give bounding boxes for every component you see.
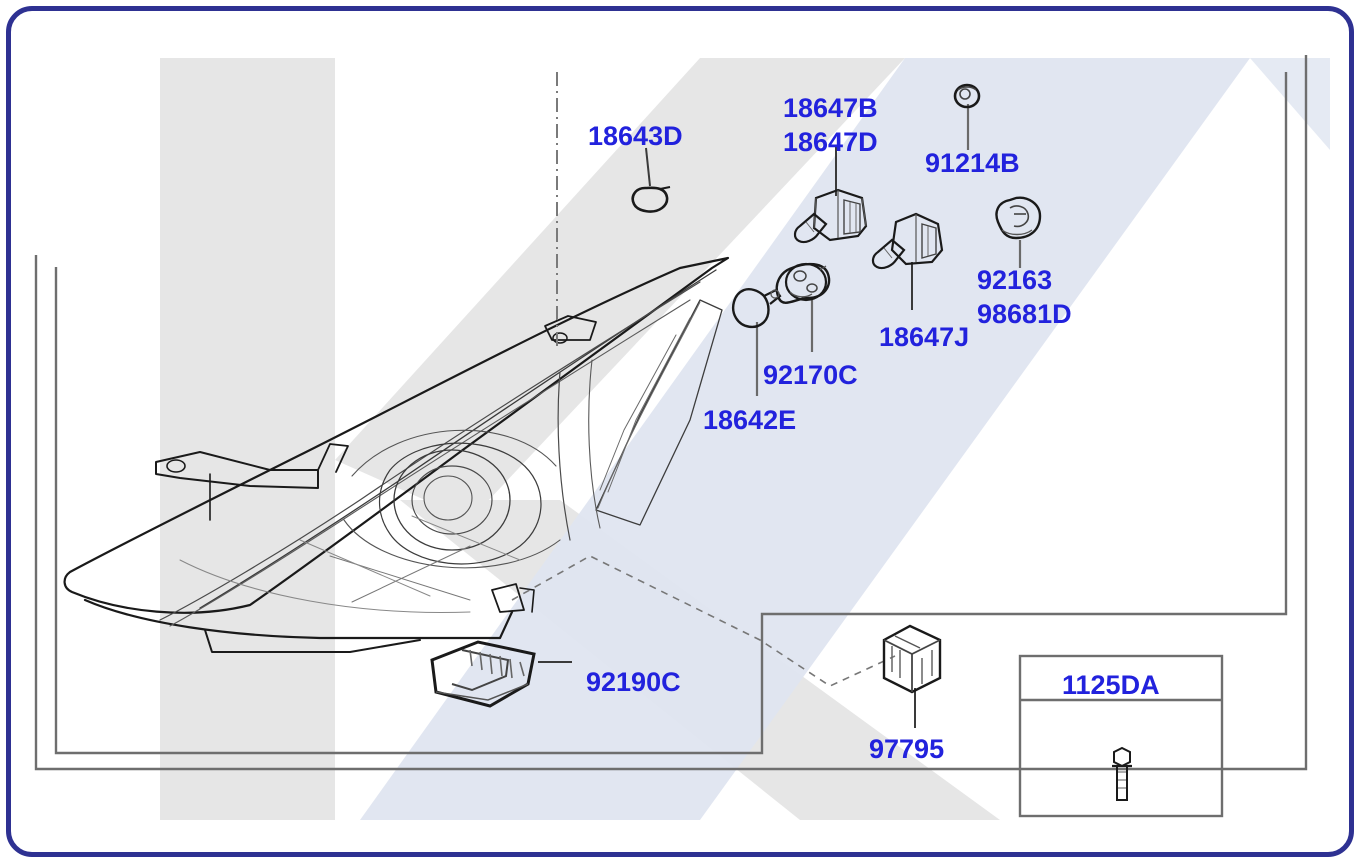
part-bulb-socket-18647B — [793, 146, 868, 244]
part-bulb-socket-18647J — [871, 212, 944, 310]
part-cover-92163 — [995, 196, 1042, 268]
headlamp-assembly — [63, 256, 730, 653]
callout-box-1125DA — [1018, 654, 1224, 818]
part-label-97795[interactable]: 97795 — [869, 734, 945, 764]
part-label-92163[interactable]: 92163 — [977, 265, 1053, 295]
callout-box-header-label[interactable]: 1125DA — [1062, 670, 1160, 700]
part-label-98681D[interactable]: 98681D — [977, 299, 1072, 329]
part-label-91214B[interactable]: 91214B — [925, 148, 1020, 178]
part-grommet-91214B — [953, 83, 981, 150]
part-relay-97795 — [882, 624, 942, 728]
part-label-18647B[interactable]: 18647B — [783, 93, 878, 123]
part-bulb-18642E — [732, 288, 782, 396]
part-clip-18643D — [631, 147, 671, 213]
part-label-18647J[interactable]: 18647J — [879, 322, 970, 352]
part-label-92190C[interactable]: 92190C — [586, 667, 681, 697]
part-control-module-92190C — [430, 640, 572, 708]
part-label-18642E[interactable]: 18642E — [703, 405, 797, 435]
part-bolt-1125DA — [1112, 746, 1132, 801]
part-label-92170C[interactable]: 92170C — [763, 360, 858, 390]
part-label-18643D[interactable]: 18643D — [588, 121, 683, 151]
layout-frame-inner — [54, 72, 1288, 755]
part-socket-92170C — [775, 262, 831, 352]
dashed-leader-line — [511, 555, 896, 687]
part-label-18647D[interactable]: 18647D — [783, 127, 878, 157]
layout-frame-outer — [34, 55, 1308, 771]
